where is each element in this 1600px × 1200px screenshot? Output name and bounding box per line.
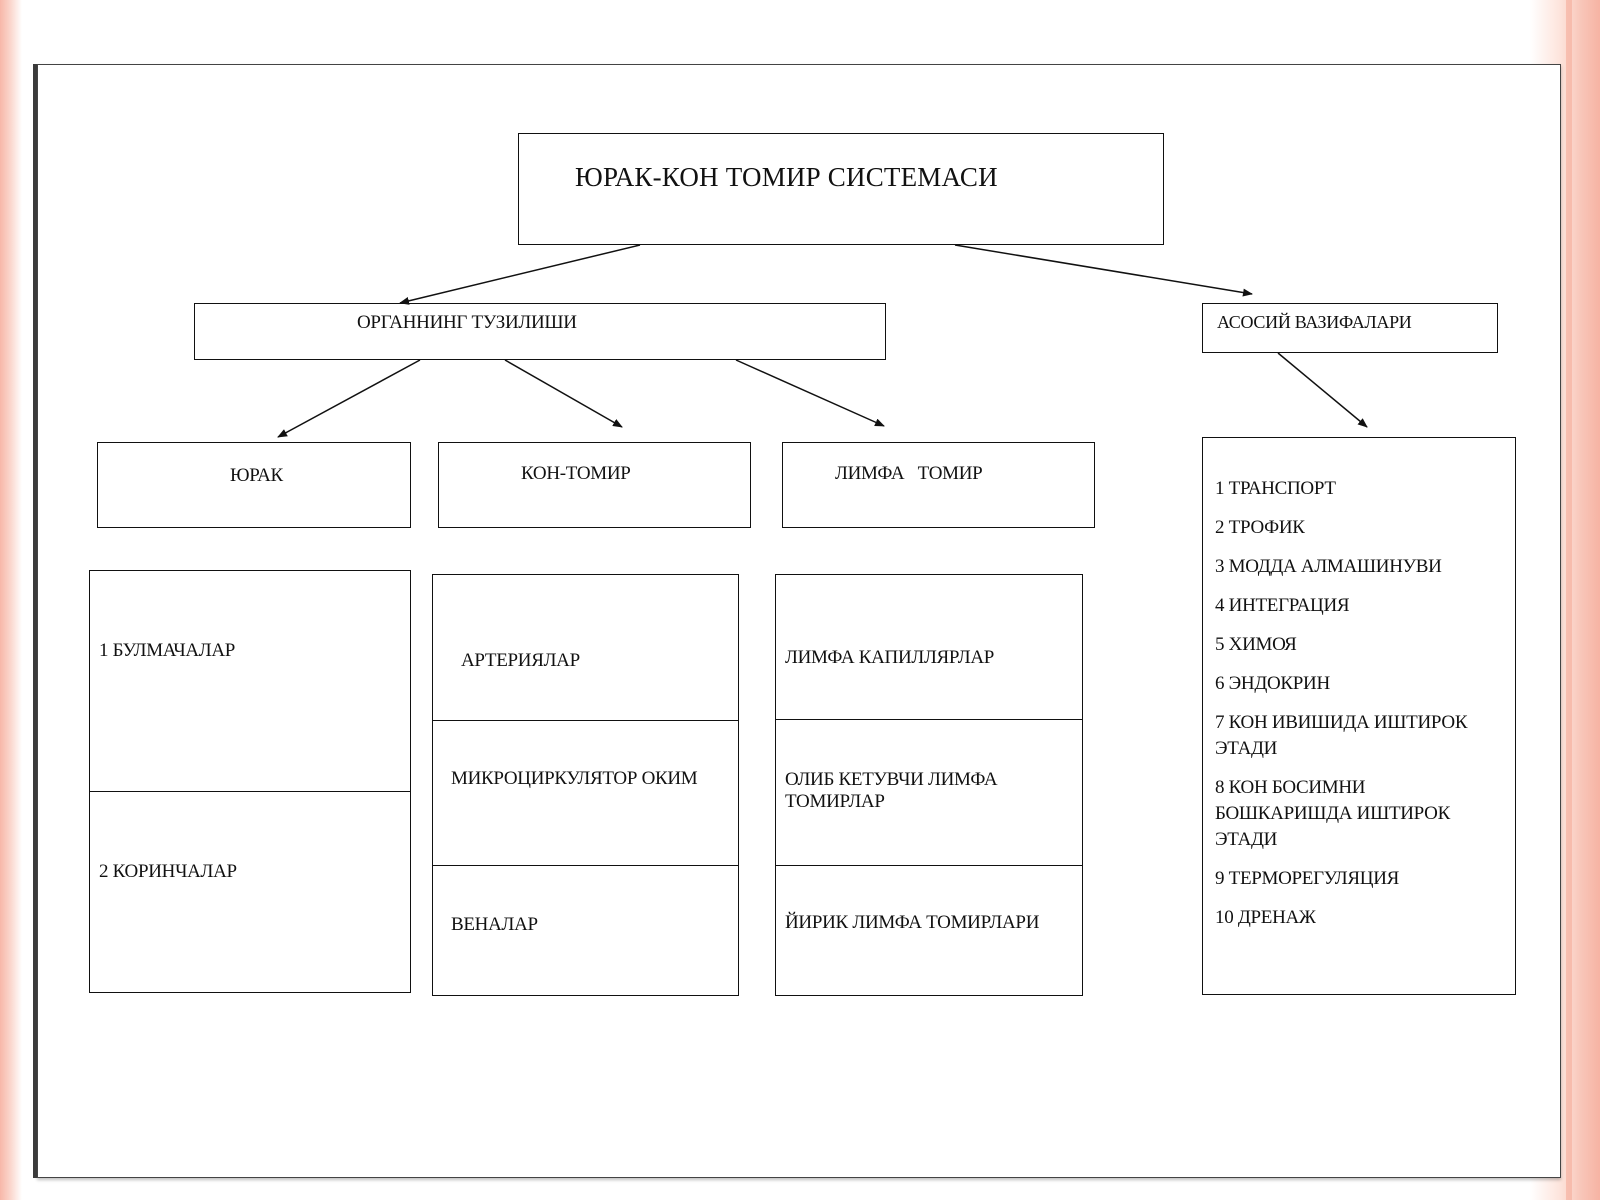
function-item-10: 10 ДРЕНАЖ (1215, 907, 1316, 928)
function-item-2: 2 ТРОФИК (1215, 517, 1305, 538)
lymph-vessel-part-1: ЛИМФА КАПИЛЛЯРЛАР (785, 647, 995, 668)
lymph-vessel-box: ЛИМФА ТОМИР (782, 442, 1095, 528)
functions-list-box: 1 ТРАНСПОРТ 2 ТРОФИК 3 МОДДА АЛМАШИНУВИ … (1202, 437, 1516, 995)
left-accent-strip (0, 0, 22, 1200)
heart-parts-box: 1 БУЛМАЧАЛАР 2 КОРИНЧАЛАР (89, 570, 411, 993)
functions-list: 1 ТРАНСПОРТ 2 ТРОФИК 3 МОДДА АЛМАШИНУВИ … (1215, 476, 1505, 944)
heart-part-1: 1 БУЛМАЧАЛАР (99, 640, 236, 661)
blood-vessel-part-3: ВЕНАЛАР (451, 914, 538, 935)
function-item-1: 1 ТРАНСПОРТ (1215, 478, 1336, 499)
blood-vessel-divider-1 (433, 720, 738, 721)
title-box: ЮРАК-КОН ТОМИР СИСТЕМАСИ (518, 133, 1164, 245)
heart-label: ЮРАК (230, 465, 283, 486)
structure-label: ОРГАННИНГ ТУЗИЛИШИ (357, 312, 577, 333)
functions-label: АСОСИЙ ВАЗИФАЛАРИ (1217, 312, 1412, 332)
function-item-5: 5 ХИМОЯ (1215, 634, 1297, 655)
lymph-vessel-parts-box: ЛИМФА КАПИЛЛЯРЛАР ОЛИБ КЕТУВЧИ ЛИМФА ТОМ… (775, 574, 1083, 996)
blood-vessel-divider-2 (433, 865, 738, 866)
function-item-3: 3 МОДДА АЛМАШИНУВИ (1215, 556, 1442, 577)
function-item-7: 7 КОН ИВИШИДА ИШТИРОК ЭТАДИ (1215, 712, 1468, 759)
function-item-9: 9 ТЕРМОРЕГУЛЯЦИЯ (1215, 868, 1399, 889)
right-accent-stripe (1566, 0, 1572, 1200)
lymph-vessel-label: ЛИМФА ТОМИР (835, 463, 983, 484)
function-item-8: 8 КОН БОСИМНИ БОШКАРИШДА ИШТИРОК ЭТАДИ (1215, 777, 1450, 850)
blood-vessel-part-1: АРТЕРИЯЛАР (461, 650, 580, 671)
heart-part-2: 2 КОРИНЧАЛАР (99, 861, 237, 882)
function-item-6: 6 ЭНДОКРИН (1215, 673, 1330, 694)
heart-box: ЮРАК (97, 442, 411, 528)
lymph-vessel-part-3: ЙИРИК ЛИМФА ТОМИРЛАРИ (785, 912, 1040, 933)
lymph-vessel-divider-1 (776, 719, 1082, 720)
lymph-vessel-divider-2 (776, 865, 1082, 866)
heart-parts-divider (90, 791, 410, 792)
title-text: ЮРАК-КОН ТОМИР СИСТЕМАСИ (575, 162, 998, 192)
function-item-4: 4 ИНТЕГРАЦИЯ (1215, 595, 1350, 616)
blood-vessel-box: КОН-ТОМИР (438, 442, 751, 528)
structure-box: ОРГАННИНГ ТУЗИЛИШИ (194, 303, 886, 360)
lymph-vessel-part-2: ОЛИБ КЕТУВЧИ ЛИМФА ТОМИРЛАР (785, 769, 998, 812)
blood-vessel-parts-box: АРТЕРИЯЛАР МИКРОЦИРКУЛЯТОР ОКИМ ВЕНАЛАР (432, 574, 739, 996)
blood-vessel-label: КОН-ТОМИР (521, 463, 631, 484)
blood-vessel-part-2: МИКРОЦИРКУЛЯТОР ОКИМ (451, 768, 698, 789)
functions-box: АСОСИЙ ВАЗИФАЛАРИ (1202, 303, 1498, 353)
